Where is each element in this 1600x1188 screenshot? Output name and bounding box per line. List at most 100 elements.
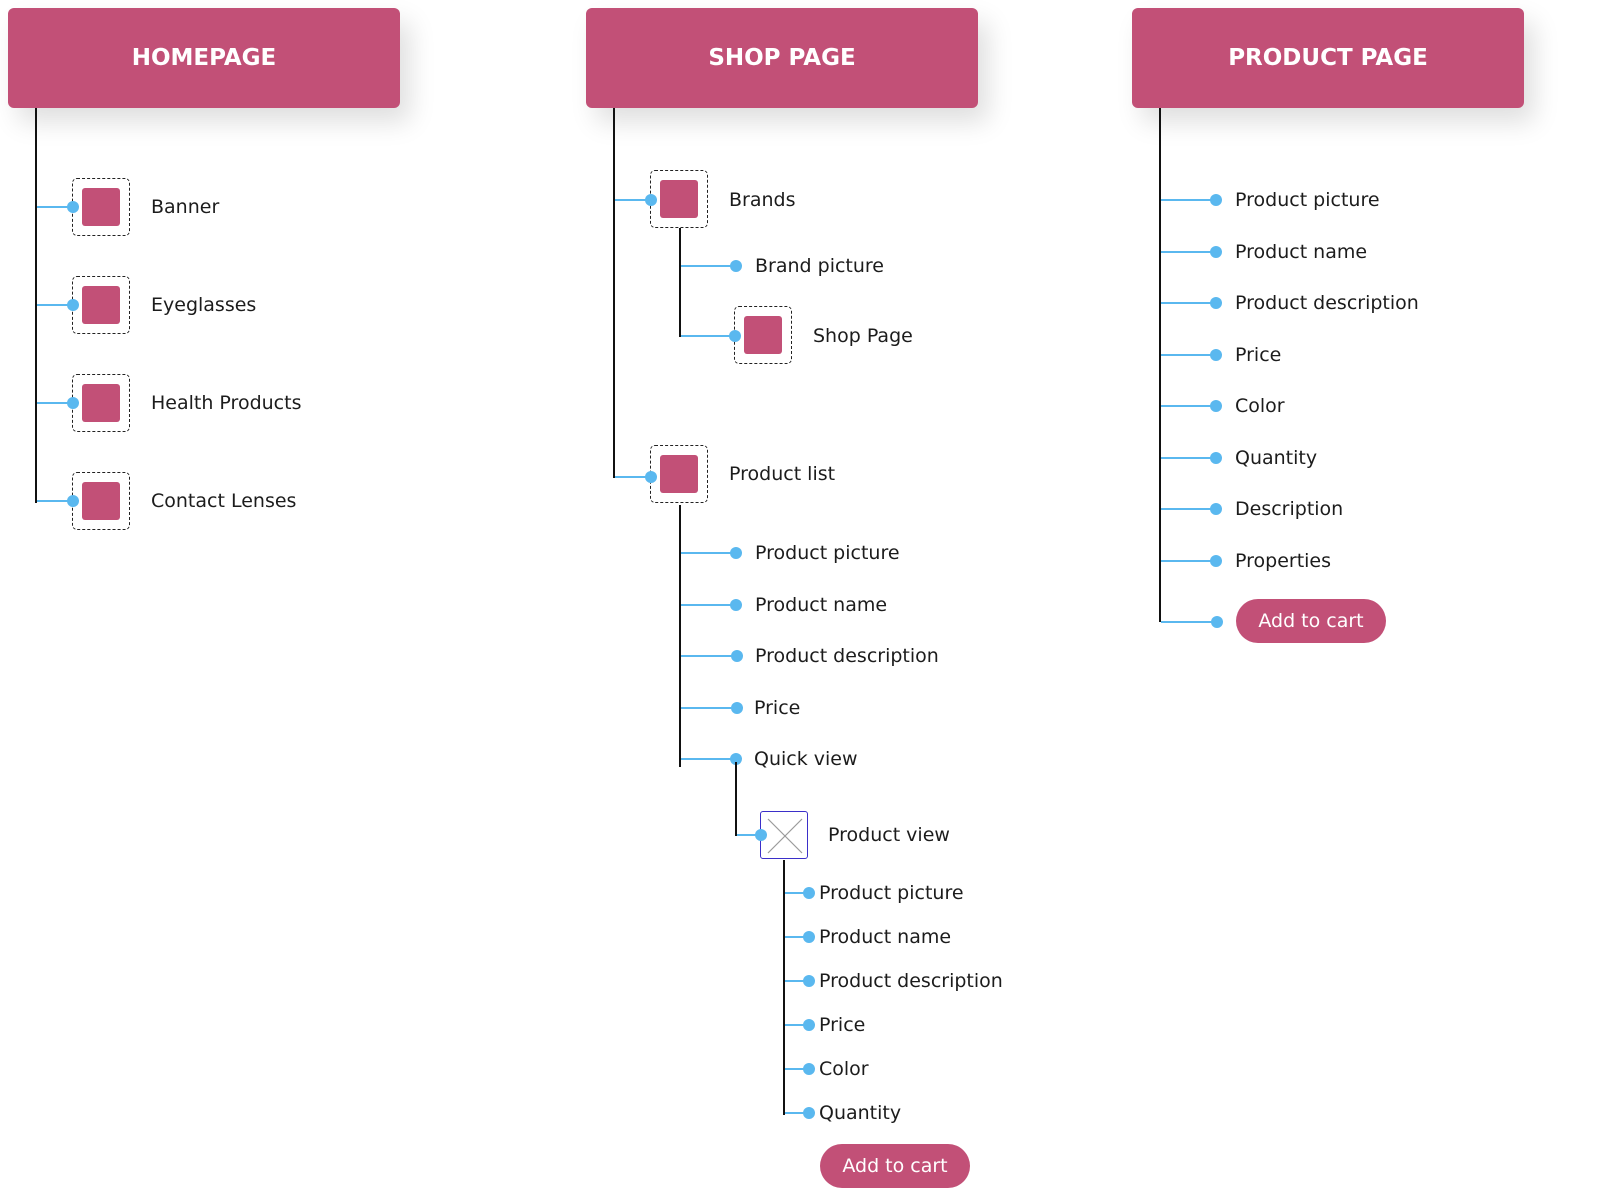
product-page-add-to-cart-button[interactable]: Add to cart: [1236, 599, 1386, 643]
connector-dot: [803, 931, 815, 943]
connector: [1161, 508, 1215, 510]
connector-dot: [731, 650, 743, 662]
product-page-field: Quantity: [1235, 447, 1318, 469]
product-page-field: Product name: [1235, 241, 1368, 263]
product-list-branch: [679, 505, 681, 767]
product-page-field: Properties: [1235, 550, 1332, 572]
connector: [1161, 251, 1215, 253]
connector-dot: [67, 495, 79, 507]
connector-dot: [1211, 616, 1223, 628]
product-page-field: Color: [1235, 395, 1285, 417]
connector: [37, 304, 73, 306]
connector: [1161, 560, 1215, 562]
product-view-label: Product view: [828, 824, 950, 846]
connector-dot: [67, 201, 79, 213]
connector: [615, 199, 651, 201]
connector: [737, 834, 761, 836]
connector-dot: [730, 599, 742, 611]
product-list-field: Product name: [755, 594, 888, 616]
connector-dot: [67, 397, 79, 409]
shop-brands-label: Brands: [729, 189, 796, 211]
product-view-field: Product picture: [819, 882, 964, 904]
health-products-page-icon[interactable]: [72, 374, 130, 432]
connector-dot: [729, 330, 741, 342]
product-view-field: Product name: [819, 926, 952, 948]
product-list-field: Product picture: [755, 542, 900, 564]
homepage-item-eyeglasses: Eyeglasses: [151, 294, 257, 316]
connector-dot: [1210, 452, 1222, 464]
connector: [681, 655, 735, 657]
connector-dot: [645, 471, 657, 483]
product-page-field: Product description: [1235, 292, 1419, 314]
connector: [681, 552, 735, 554]
product-list-field: Price: [754, 697, 801, 719]
connector-dot: [67, 299, 79, 311]
shop-trunk: [613, 108, 615, 478]
connector-dot: [803, 887, 815, 899]
homepage-item-health-products: Health Products: [151, 392, 302, 414]
connector: [681, 604, 735, 606]
brands-branch: [679, 228, 681, 337]
product-view-field: Price: [819, 1014, 866, 1036]
product-page-header: PRODUCT PAGE: [1132, 8, 1524, 108]
connector: [37, 500, 73, 502]
connector: [1161, 302, 1215, 304]
homepage-header: HOMEPAGE: [8, 8, 400, 108]
banner-page-icon[interactable]: [72, 178, 130, 236]
connector-dot: [803, 1019, 815, 1031]
connector-dot: [803, 1107, 815, 1119]
connector-dot: [731, 702, 743, 714]
connector-dot: [803, 1063, 815, 1075]
product-view-field: Color: [819, 1058, 869, 1080]
connector: [1161, 199, 1215, 201]
connector: [681, 265, 732, 267]
connector-dot: [1210, 503, 1222, 515]
product-page-field: Product picture: [1235, 189, 1380, 211]
connector: [681, 707, 735, 709]
connector: [37, 206, 73, 208]
brand-shop-page-icon[interactable]: [734, 306, 792, 364]
connector-dot: [730, 753, 742, 765]
connector-dot: [1210, 400, 1222, 412]
product-view-modal-icon[interactable]: [760, 811, 808, 859]
shop-page-header: SHOP PAGE: [586, 8, 978, 108]
brands-page-icon[interactable]: [650, 170, 708, 228]
product-list-page-icon[interactable]: [650, 445, 708, 503]
connector: [681, 335, 735, 337]
connector: [1161, 405, 1215, 407]
product-list-field: Product description: [755, 645, 939, 667]
connector-dot: [730, 547, 742, 559]
homepage-item-contact-lenses: Contact Lenses: [151, 490, 297, 512]
connector-dot: [730, 260, 742, 272]
eyeglasses-page-icon[interactable]: [72, 276, 130, 334]
connector: [615, 476, 651, 478]
product-view-field: Quantity: [819, 1102, 902, 1124]
connector-dot: [1210, 555, 1222, 567]
connector: [785, 1068, 808, 1070]
connector-dot: [1210, 246, 1222, 258]
placeholder-x-icon: [767, 818, 803, 854]
brand-picture-label: Brand picture: [755, 255, 884, 277]
connector: [785, 936, 808, 938]
product-list-field-quick-view: Quick view: [754, 748, 858, 770]
connector: [1161, 354, 1215, 356]
connector-dot: [1210, 297, 1222, 309]
product-page-field: Price: [1235, 344, 1282, 366]
connector-dot: [1210, 349, 1222, 361]
homepage-item-banner: Banner: [151, 196, 220, 218]
product-page-trunk: [1159, 108, 1161, 622]
connector-dot: [755, 829, 767, 841]
product-view-branch: [783, 860, 785, 1115]
product-view-field: Product description: [819, 970, 1003, 992]
contact-lenses-page-icon[interactable]: [72, 472, 130, 530]
connector: [785, 980, 808, 982]
homepage-trunk: [35, 108, 37, 503]
connector: [785, 1112, 808, 1114]
quick-view-branch: [735, 762, 737, 836]
brand-shop-page-label: Shop Page: [813, 325, 913, 347]
connector: [681, 758, 735, 760]
product-view-add-to-cart-button[interactable]: Add to cart: [820, 1144, 970, 1188]
connector-dot: [645, 194, 657, 206]
connector: [37, 402, 73, 404]
product-page-field: Description: [1235, 498, 1344, 520]
